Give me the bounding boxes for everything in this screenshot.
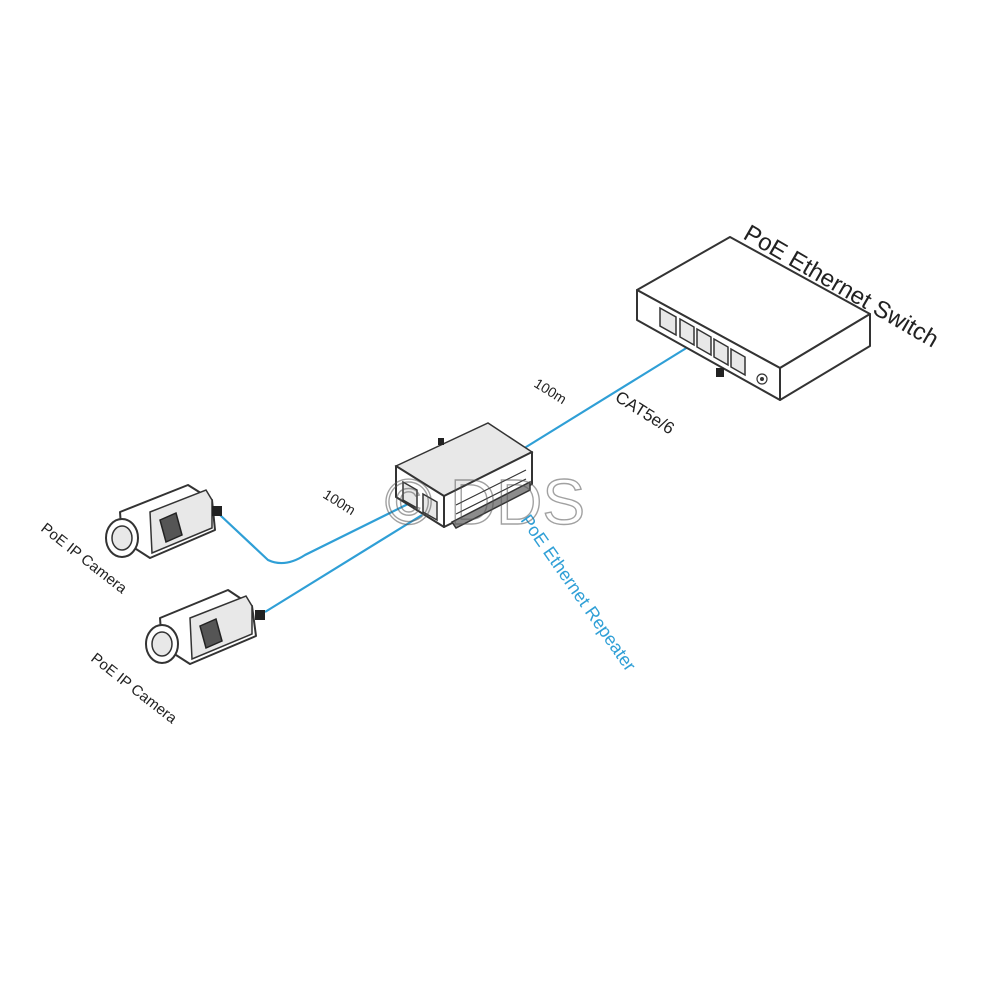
ip-camera-2 <box>145 589 265 665</box>
cable-type-label: CAT5e/6 <box>612 387 678 438</box>
poe-repeater <box>394 422 534 529</box>
cable-repeater-to-camera-2 <box>264 514 423 613</box>
switch-power-jack <box>756 373 768 385</box>
cable-switch-to-repeater <box>517 346 689 453</box>
repeater-ports <box>402 480 438 522</box>
distance-label-top: 100m <box>531 375 569 407</box>
distance-label-left: 100m <box>320 486 358 518</box>
poe-switch <box>636 236 871 401</box>
ip-camera-1 <box>105 484 222 559</box>
watermark: © DDS <box>385 466 585 538</box>
cable-repeater-to-camera-1 <box>219 502 411 565</box>
cables <box>219 346 689 613</box>
switch-ports <box>659 306 746 377</box>
